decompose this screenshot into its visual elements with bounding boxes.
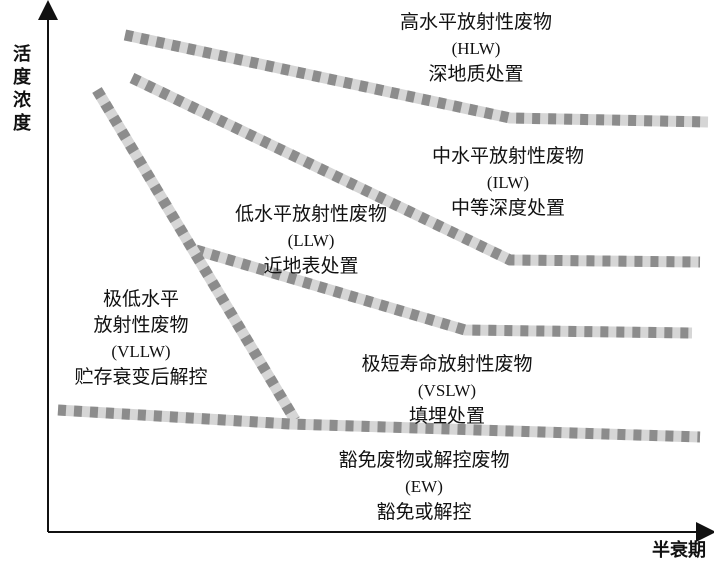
x-axis-label: 半衰期 (652, 539, 706, 561)
vslw-abbr: (VSLW) (418, 381, 476, 400)
llw-abbr: (LLW) (288, 231, 335, 250)
hlw-disposal: 深地质处置 (428, 63, 523, 85)
y-axis-label-char-1: 活 (13, 43, 31, 65)
boundary-bands (57, 29, 709, 443)
ew-disposal: 豁免或解控 (376, 501, 471, 523)
llw-disposal: 近地表处置 (263, 255, 358, 277)
vslw-name: 极短寿命放射性废物 (361, 353, 532, 375)
vslw-disposal: 填埋处置 (409, 405, 485, 427)
band-hlw-ilw (123, 29, 709, 128)
vllw-name-line1: 极低水平 (103, 288, 179, 310)
band-ew (57, 404, 701, 443)
hlw-abbr: (HLW) (452, 39, 501, 58)
hlw-name: 高水平放射性废物 (400, 11, 552, 33)
vllw-name-line2: 放射性废物 (93, 314, 188, 336)
ilw-disposal: 中等深度处置 (451, 197, 565, 219)
ew-abbr: (EW) (405, 477, 443, 496)
vllw-disposal: 贮存衰变后解控 (74, 366, 207, 388)
y-axis-label-char-3: 浓 (13, 90, 32, 111)
ilw-name: 中水平放射性废物 (432, 145, 584, 167)
ew-name: 豁免废物或解控废物 (338, 449, 509, 471)
band-ilw-llw (129, 73, 701, 268)
band-llw-vslw (194, 244, 693, 339)
ilw-abbr: (ILW) (487, 173, 529, 192)
llw-name: 低水平放射性废物 (235, 203, 387, 225)
vllw-abbr: (VLLW) (111, 342, 170, 361)
y-axis-label-char-4: 度 (13, 112, 32, 134)
y-axis-label-char-2: 度 (13, 66, 32, 88)
